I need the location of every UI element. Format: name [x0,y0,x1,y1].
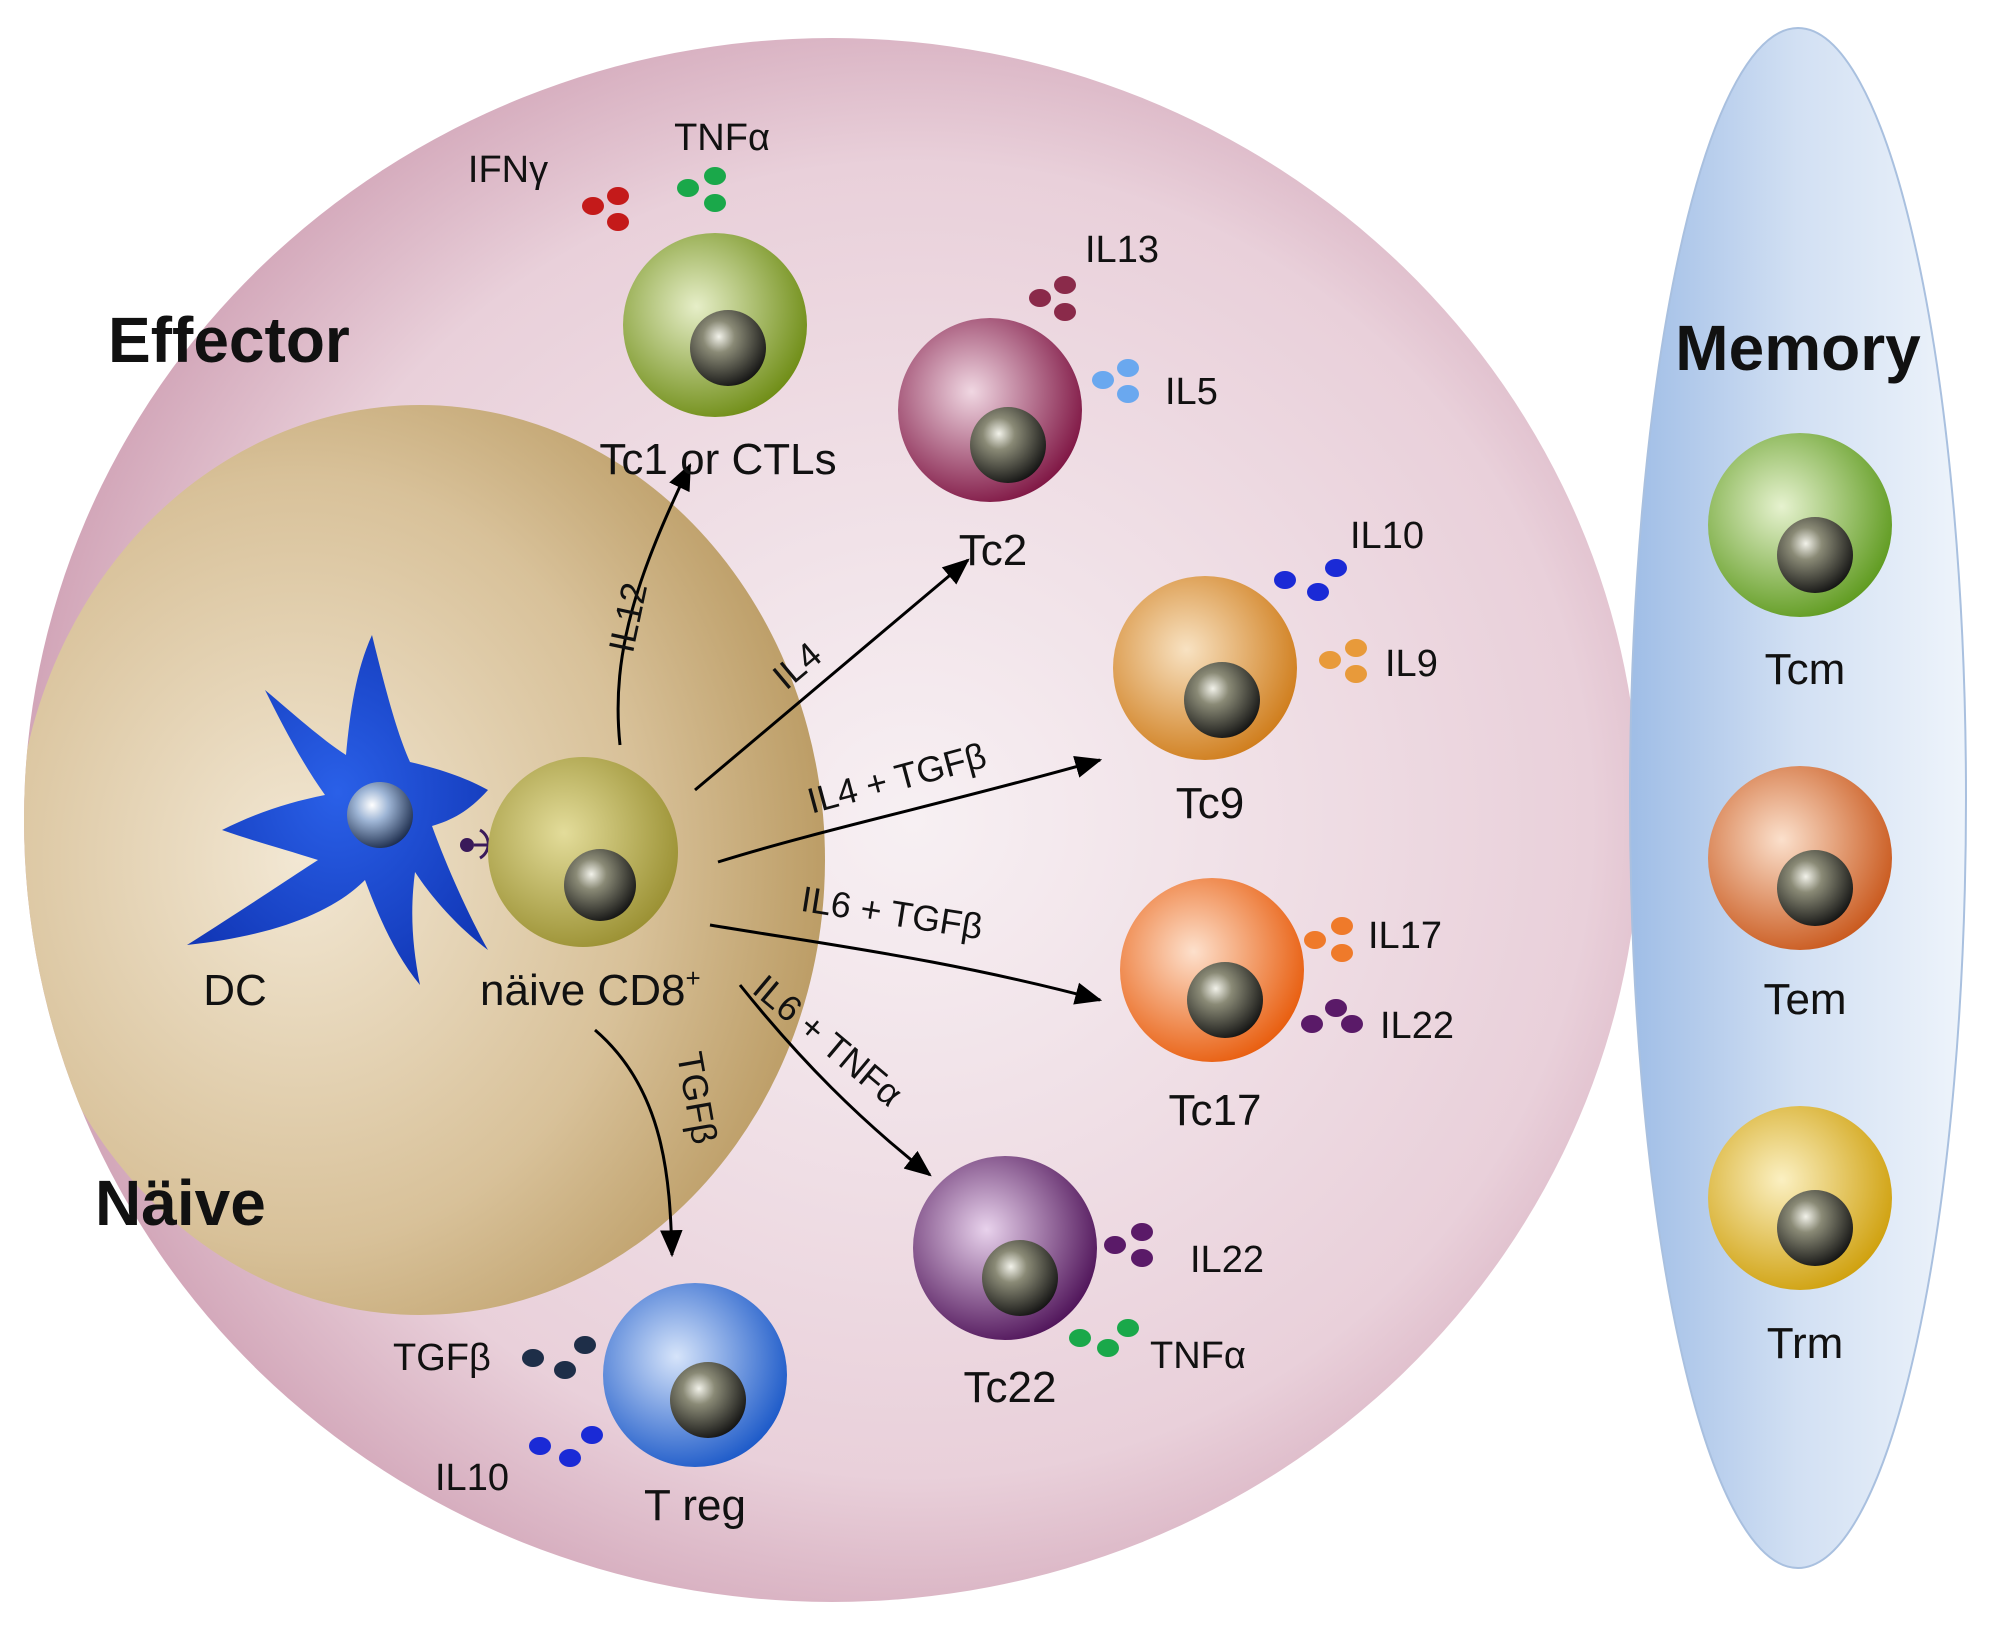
tc2-cell [898,318,1082,502]
treg-il10-label: IL10 [435,1457,509,1499]
arrow-to-treg [594,1028,683,1258]
treg-tgf-beta-dots [522,1336,596,1379]
tc22-label: Tc22 [964,1363,1057,1412]
dendritic-cell [187,635,490,985]
tc9-il10-label: IL10 [1350,515,1424,557]
il5-label: IL5 [1165,371,1218,413]
tc22-cell [913,1156,1097,1340]
naive-cd8-text: näive CD8 [480,966,685,1015]
dc-receptor [460,838,474,852]
arrow-to-tc2 [694,558,970,792]
il17-label: IL17 [1368,915,1442,957]
tem-label: Tem [1763,975,1846,1024]
tc22-tnf-alpha-dots [1069,1319,1139,1357]
tc1-tnf-alpha-label: TNFα [674,117,770,159]
naive-cd8-cell [488,757,678,947]
naive-cd8-label: näive CD8+ [480,963,701,1015]
tcm-cell [1708,433,1892,617]
tc22-il22-dots [1104,1223,1153,1267]
trm-label: Trm [1767,1319,1844,1368]
tc9-label: Tc9 [1176,779,1244,828]
dc-label: DC [203,966,267,1015]
tc17-il22-label: IL22 [1380,1005,1454,1047]
memory-title: Memory [1675,312,1921,384]
tc9-cell [1113,576,1297,760]
tcm-label: Tcm [1765,645,1846,694]
ifn-gamma-dots [582,187,629,231]
tc1-label: Tc1 or CTLs [599,435,836,484]
arrow-to-tc9 [717,755,1103,864]
naive-cd8-superscript: + [685,963,700,993]
tc9-il10-dots [1274,559,1347,601]
treg-tgf-beta-label: TGFβ [393,1337,491,1379]
tc22-il22-label: IL22 [1190,1239,1264,1281]
effector-title: Effector [108,304,350,376]
tc17-cell [1120,878,1304,1062]
tc22-tnf-alpha-label: TNFα [1150,1335,1246,1377]
arrow-to-tc1 [616,462,692,746]
il5-dots [1092,359,1139,403]
treg-il10-dots [529,1426,603,1467]
il17-dots [1304,917,1353,962]
dc-nucleus [347,782,413,848]
il9-dots [1319,639,1367,683]
il13-label: IL13 [1085,229,1159,271]
il9-label: IL9 [1385,643,1438,685]
il13-dots [1029,276,1076,321]
treg-label: T reg [644,1481,746,1530]
arrow-to-tc17 [709,923,1103,1005]
naive-title: Näive [95,1167,266,1239]
tem-cell [1708,766,1892,950]
tc17-label: Tc17 [1169,1086,1262,1135]
ifn-gamma-label: IFNγ [468,149,548,191]
left-margin [0,0,14,1628]
treg-cell [603,1283,787,1467]
tc1-cell [623,233,807,417]
tc1-tnf-alpha-dots [677,167,726,212]
trm-cell [1708,1106,1892,1290]
tc2-label: Tc2 [959,526,1027,575]
tc17-il22-dots [1301,999,1363,1033]
arrow-to-tc22 [738,984,932,1177]
